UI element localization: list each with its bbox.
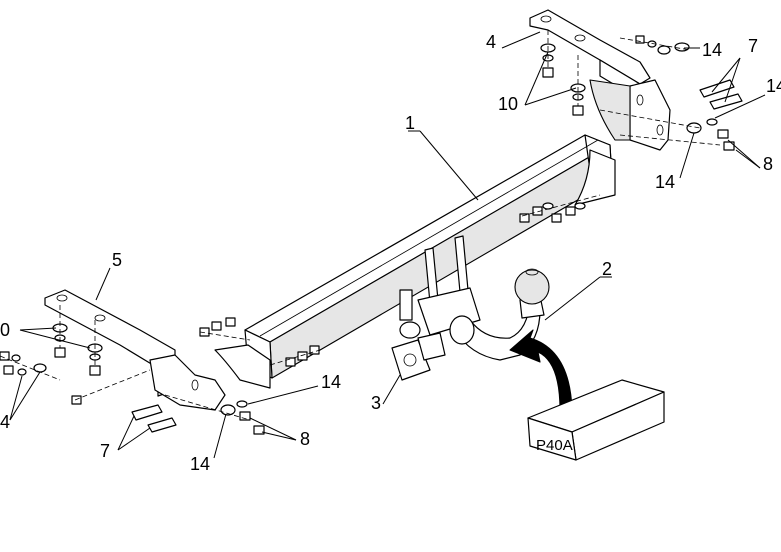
right-bracket-washer-stack xyxy=(540,30,586,116)
bar-right-nuts xyxy=(519,194,601,223)
label-washers-left: 10 xyxy=(0,320,10,340)
label-washers-right-lower: 14 xyxy=(655,172,675,192)
label-washers-right-side: 14 xyxy=(766,76,781,96)
kit-box: P40A xyxy=(527,379,665,461)
part-labels: 1 2 3 4 5 10 14 7 14 8 14 10 14 7 14 14 … xyxy=(0,32,781,474)
right-bracket xyxy=(529,9,671,151)
label-left-bracket: 5 xyxy=(112,250,122,270)
label-bolts-right: 7 xyxy=(748,36,758,56)
label-nuts-right: 8 xyxy=(763,154,773,174)
left-bracket-washer-stack xyxy=(52,305,103,376)
label-washers-top-right: 10 xyxy=(498,94,518,114)
left-bracket xyxy=(44,289,226,411)
kit-box-code: P40A xyxy=(536,437,573,454)
label-washers-left-edge: 14 xyxy=(0,412,10,432)
bar-left-nuts xyxy=(199,317,321,367)
label-bolts-left: 7 xyxy=(100,441,110,461)
label-socket-plate: 3 xyxy=(371,393,381,413)
label-washers-left-mid: 14 xyxy=(321,372,341,392)
socket-plate xyxy=(391,332,446,381)
label-right-bracket: 4 xyxy=(486,32,496,52)
label-main-bar: 1 xyxy=(405,113,415,133)
label-ball-neck: 2 xyxy=(602,259,612,279)
label-washers-right-upper: 14 xyxy=(702,40,722,60)
right-top-hardware xyxy=(619,35,691,55)
label-nuts-left: 8 xyxy=(300,429,310,449)
label-washers-left-lower: 14 xyxy=(190,454,210,474)
right-side-hardware xyxy=(599,79,743,151)
leader-lines xyxy=(9,31,766,459)
install-arrow xyxy=(509,329,573,411)
left-edge-hardware xyxy=(0,351,151,405)
main-crossbar xyxy=(214,134,616,389)
left-bolts-hardware xyxy=(131,394,265,435)
